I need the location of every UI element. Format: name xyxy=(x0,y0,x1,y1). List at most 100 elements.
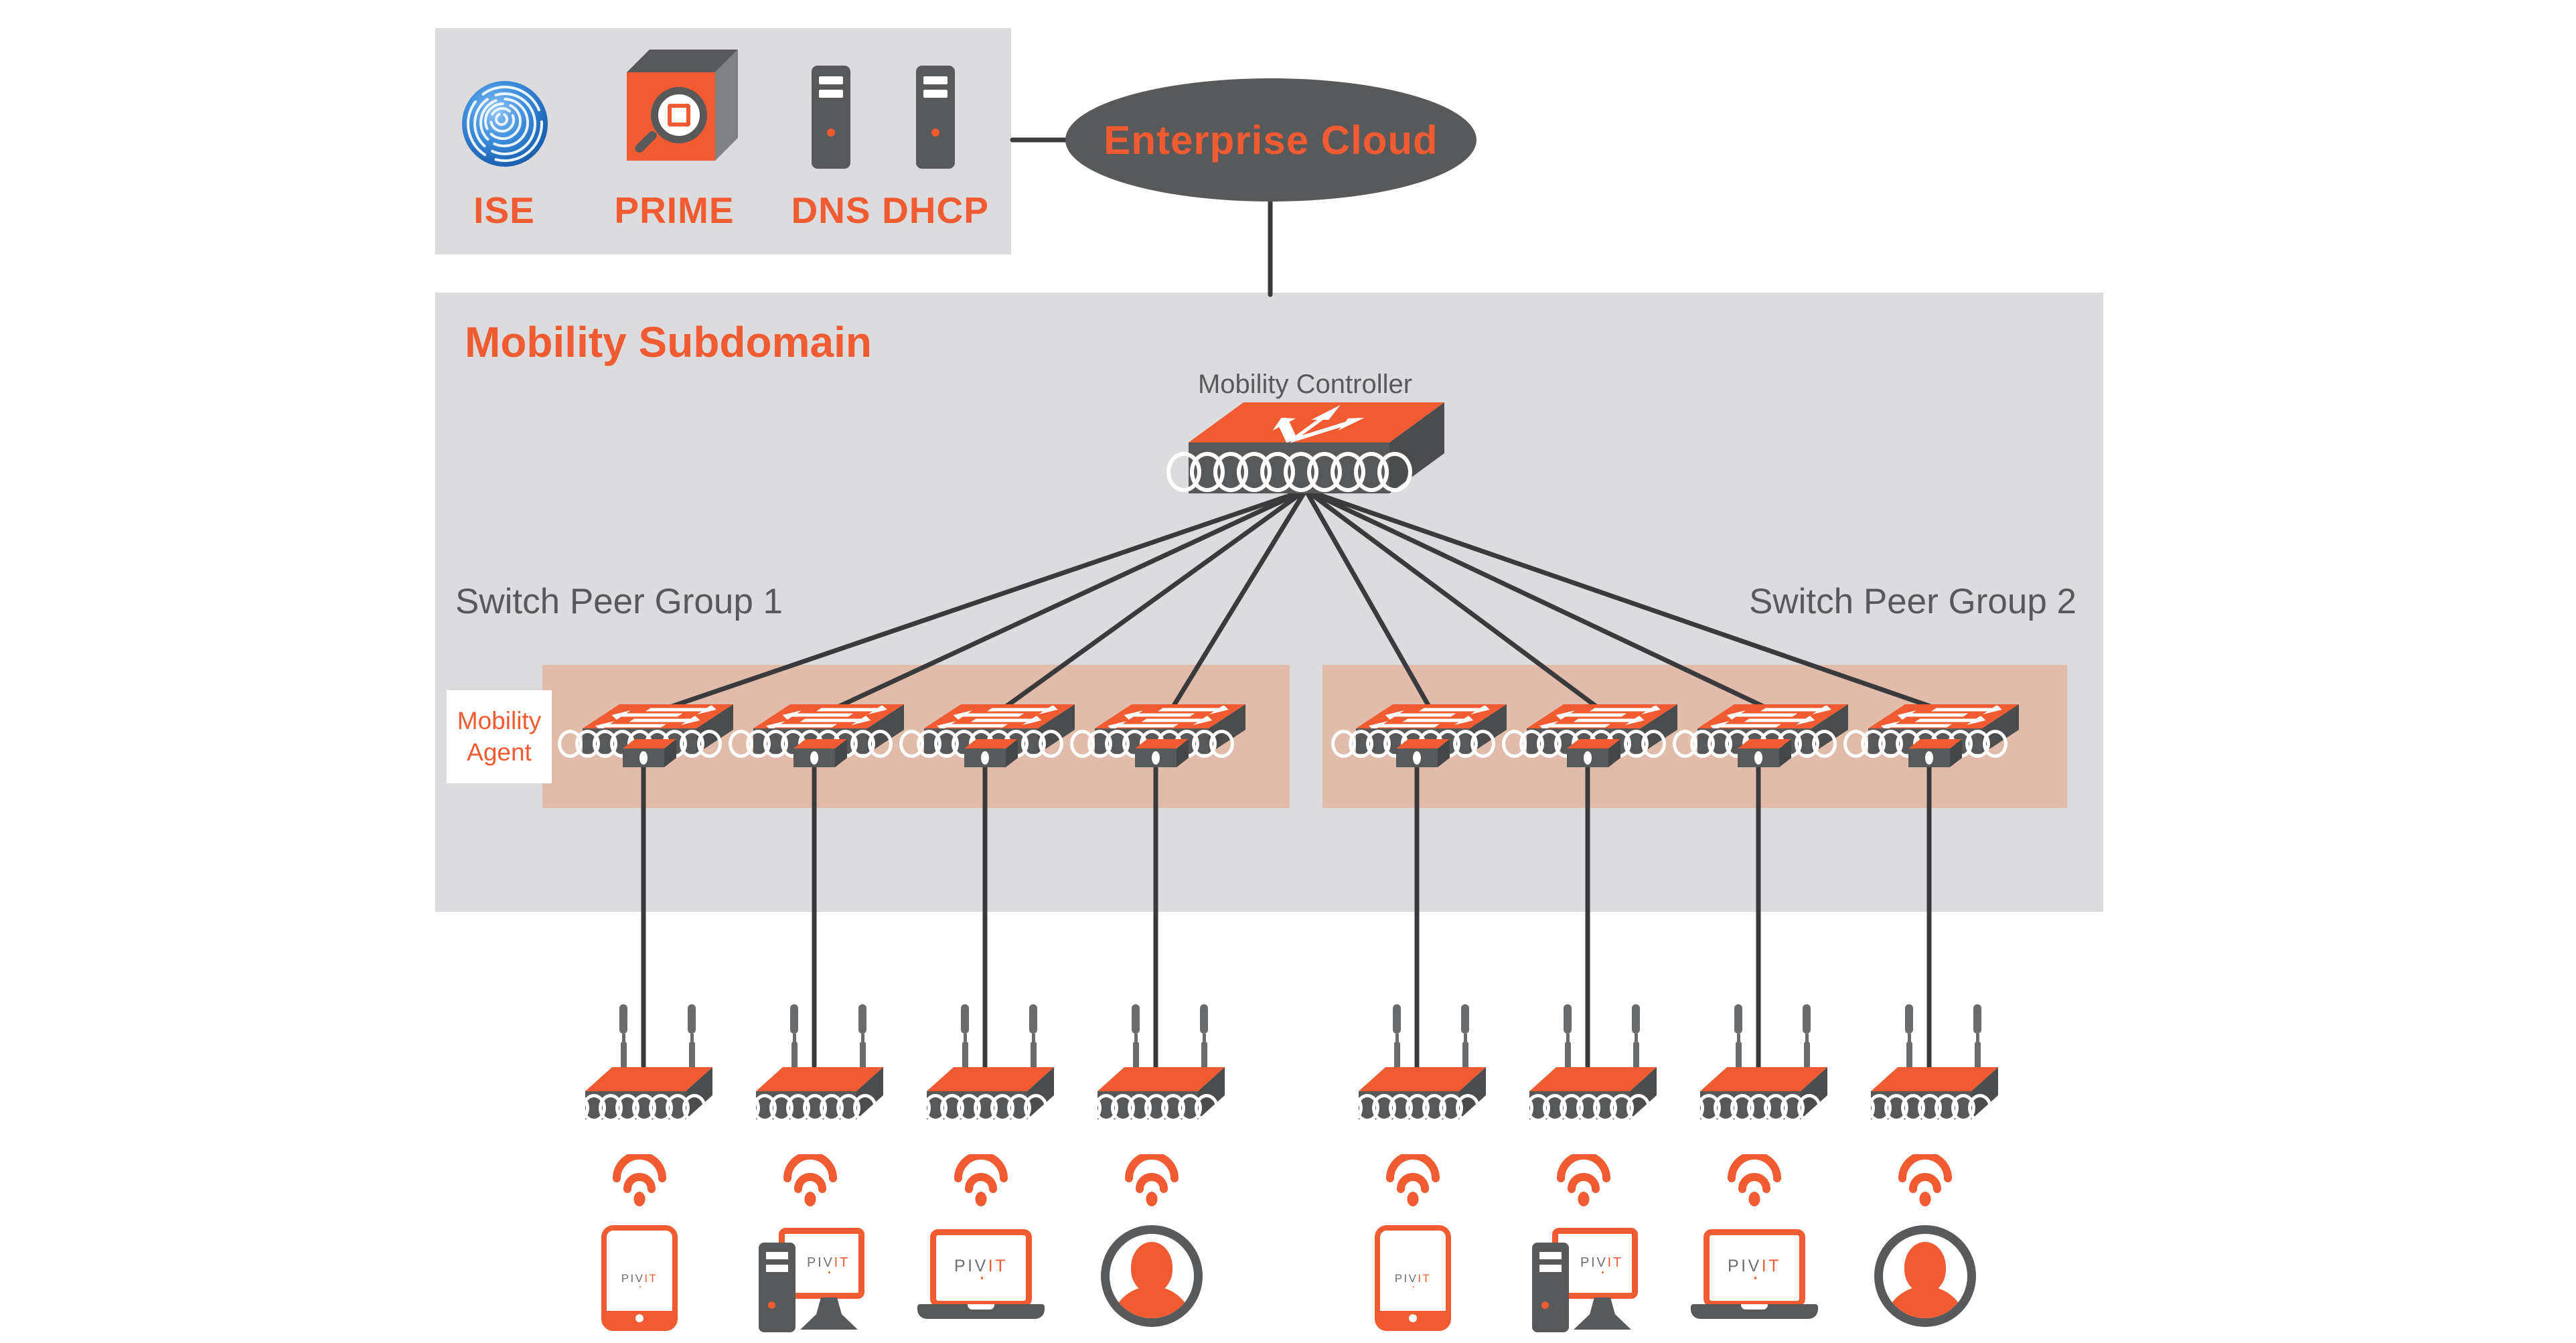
coil-ring xyxy=(1209,730,1234,758)
mobility-controller-icon-top-face xyxy=(1189,402,1444,443)
switch-uplink-module-3 xyxy=(964,739,1018,767)
server-slot xyxy=(819,90,843,98)
phone-home-bar xyxy=(607,1311,672,1326)
switch-peer-group-2-label: Switch Peer Group 2 xyxy=(1749,582,2077,621)
ap-coils xyxy=(1338,1094,1480,1122)
mobility-agent-switch-icon-8-top-face xyxy=(1868,704,2019,728)
module-port-dot xyxy=(981,751,989,765)
antenna-segment xyxy=(1393,1004,1401,1034)
antenna-segment xyxy=(1393,1042,1400,1073)
antenna-segment xyxy=(1463,1034,1467,1042)
switch-uplink-module-8 xyxy=(1908,739,1962,767)
antenna-segment xyxy=(1132,1004,1140,1034)
tower-slot xyxy=(1539,1252,1562,1259)
switch-uplink-module-7-front-face xyxy=(1738,748,1779,767)
mobility-controller-label: Mobility Controller xyxy=(1197,370,1413,399)
antenna-icon xyxy=(961,1004,969,1073)
access-point-icon-7 xyxy=(1679,1067,1827,1122)
coil-ring xyxy=(1470,730,1495,758)
antenna-segment xyxy=(1805,1034,1809,1042)
device-user-avatar-8 xyxy=(1874,1225,1976,1327)
phone-notch xyxy=(625,1231,654,1238)
wifi-signal-icon-4 xyxy=(1125,1154,1179,1206)
prime-box-magnifier-icon xyxy=(627,50,738,161)
mobility-agent-label-line1: Mobility xyxy=(457,707,542,735)
ap-coils xyxy=(735,1094,877,1122)
pivit-logo-gray: PIV xyxy=(1580,1255,1608,1273)
antenna-segment xyxy=(1395,1034,1399,1042)
coil-ring xyxy=(1377,452,1412,492)
avatar-shoulders xyxy=(1110,1286,1193,1318)
mobility-subdomain-title: Mobility Subdomain xyxy=(465,318,872,366)
wifi-signal-icon-6 xyxy=(1557,1154,1610,1206)
antenna-segment xyxy=(1735,1042,1742,1073)
pivit-logo-gray: PIV xyxy=(1727,1257,1762,1279)
antenna-icon xyxy=(1029,1004,1037,1073)
antenna-icon xyxy=(1461,1004,1469,1073)
laptop-base xyxy=(917,1304,1045,1319)
antenna-icon xyxy=(688,1004,696,1073)
antenna-icon xyxy=(1803,1004,1811,1073)
coil-ring xyxy=(1455,1094,1480,1122)
antenna-segment xyxy=(1907,1034,1911,1042)
prime-box-magnifier-icon-front-face xyxy=(627,72,715,161)
coil-ring xyxy=(1626,1094,1651,1122)
service-label-dhcp: DHCP xyxy=(882,189,989,231)
antenna-segment xyxy=(1132,1042,1139,1073)
antenna-segment xyxy=(1975,1034,1979,1042)
switch-uplink-module-6 xyxy=(1567,739,1620,767)
antenna-segment xyxy=(963,1034,967,1042)
access-point-icon-8 xyxy=(1850,1067,1998,1122)
antenna-segment xyxy=(1462,1042,1468,1073)
module-port-dot xyxy=(1925,751,1933,765)
server-led xyxy=(827,129,835,137)
antenna-segment xyxy=(858,1004,866,1034)
magnifier-handle xyxy=(633,129,659,155)
switch-arrows-icon xyxy=(1881,706,2002,728)
pivit-logo-gray: PIV xyxy=(621,1272,645,1288)
antenna-segment xyxy=(1031,1034,1035,1042)
antenna-segment xyxy=(1905,1004,1913,1034)
tower-led xyxy=(768,1301,775,1309)
dns-server-icon xyxy=(812,66,850,169)
module-port-dot xyxy=(1413,751,1421,765)
switch-uplink-module-5 xyxy=(1396,739,1450,767)
access-point-icon-2 xyxy=(735,1067,883,1122)
antenna-segment xyxy=(1202,1034,1206,1042)
pivit-logo-orange: IT xyxy=(644,1272,658,1285)
coil-ring xyxy=(1967,1094,1992,1122)
avatar-shoulders xyxy=(1884,1286,1967,1318)
phone-notch xyxy=(1398,1231,1428,1238)
controller-coils xyxy=(1166,452,1412,492)
antenna-segment xyxy=(1030,1042,1037,1073)
dhcp-server-icon xyxy=(916,66,955,169)
coil-ring xyxy=(1811,730,1837,758)
antenna-segment xyxy=(1461,1004,1469,1034)
antenna-icon xyxy=(1132,1004,1140,1073)
laptop-base-notch xyxy=(1741,1304,1768,1310)
avatar-head xyxy=(1131,1242,1172,1293)
antenna-segment xyxy=(1734,1004,1742,1034)
pivit-logo-gray: PIV xyxy=(806,1255,834,1273)
tower-slot xyxy=(1539,1265,1562,1272)
antenna-icon xyxy=(1632,1004,1640,1073)
ap-coils xyxy=(1077,1094,1219,1122)
pivit-logo-orange: IT xyxy=(1761,1257,1781,1275)
antenna-segment xyxy=(690,1034,694,1042)
switch-uplink-module-4 xyxy=(1135,739,1189,767)
laptop-base-notch xyxy=(968,1304,994,1310)
antenna-segment xyxy=(1564,1004,1572,1034)
phone-home-bar xyxy=(1380,1311,1446,1326)
fingerprint-icon xyxy=(462,81,548,167)
antenna-segment xyxy=(1633,1042,1639,1073)
coil-ring xyxy=(1641,730,1666,758)
antenna-segment xyxy=(1134,1034,1138,1042)
tower-slot xyxy=(766,1265,788,1272)
